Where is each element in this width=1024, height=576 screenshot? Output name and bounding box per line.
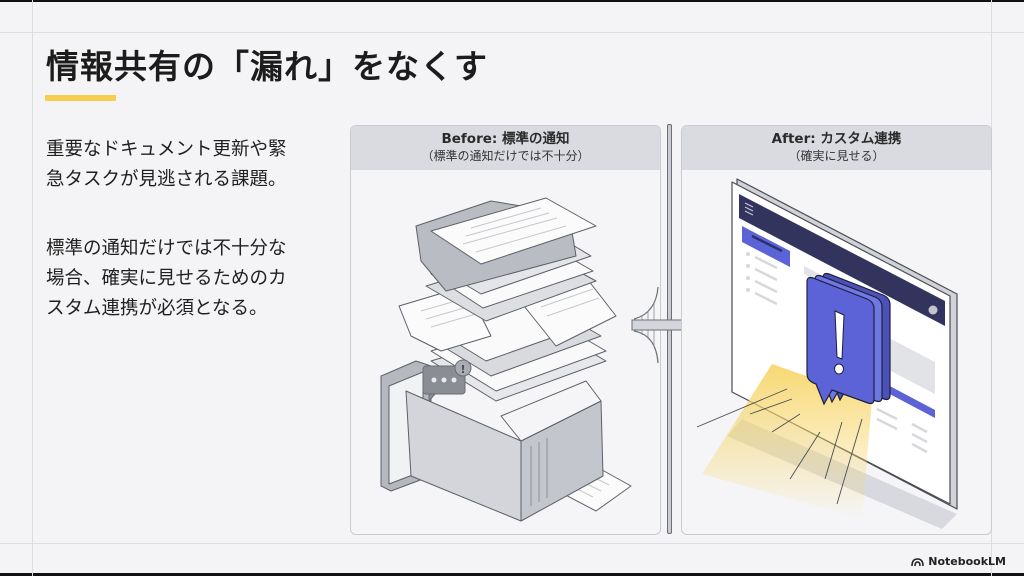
branding-label: NotebookLM xyxy=(928,555,1006,568)
before-panel-header: Before: 標準の通知 （標準の通知だけでは不十分） xyxy=(351,126,660,170)
before-panel: Before: 標準の通知 （標準の通知だけでは不十分） xyxy=(350,125,661,535)
before-panel-title: Before: 標準の通知 xyxy=(441,131,570,147)
document-pile-icon: ! xyxy=(380,197,632,522)
slide-title: 情報共有の「漏れ」をなくす xyxy=(46,47,488,86)
dashboard-alert-icon xyxy=(696,178,958,529)
top-border xyxy=(0,0,1024,2)
svg-text:!: ! xyxy=(460,363,465,376)
frame-guide-bottom xyxy=(0,543,1024,544)
after-panel-subtitle: （確実に見せる） xyxy=(788,149,885,163)
frame-guide-left xyxy=(32,0,33,576)
after-panel: After: カスタム連携 （確実に見せる） xyxy=(681,125,992,535)
before-panel-subtitle: （標準の通知だけでは不十分） xyxy=(421,149,590,163)
body-paragraph-2: 標準の通知だけでは不十分な場合、確実に見せるためのカスタム連携が必須となる。 xyxy=(46,238,287,319)
notebooklm-logo-icon xyxy=(911,557,925,566)
bottom-border xyxy=(0,573,1024,576)
title-accent-bar xyxy=(45,95,116,101)
body-paragraph-1: 重要なドキュメント更新や緊急タスクが見逃される課題。 xyxy=(46,139,287,190)
notebooklm-branding: NotebookLM xyxy=(911,555,1006,568)
after-panel-title: After: カスタム連携 xyxy=(771,131,902,147)
after-panel-header: After: カスタム連携 （確実に見せる） xyxy=(682,126,991,170)
frame-guide-top xyxy=(0,32,1024,33)
